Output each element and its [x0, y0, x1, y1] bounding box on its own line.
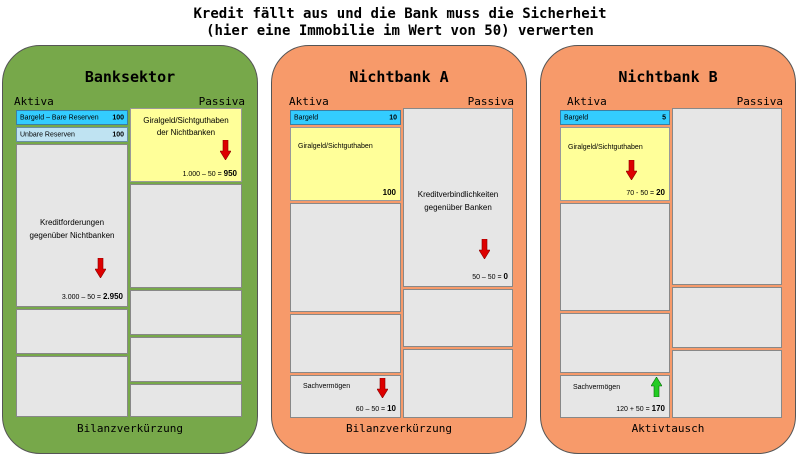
sachvermoegen-box: Sachvermögen 60 – 50 = 10 [290, 375, 401, 418]
sachvermoegen-result: 10 [387, 404, 396, 413]
giralgeld-equation: 70 - 50 = 20 [626, 188, 665, 197]
giralgeld-box: Giralgeld/Sichtguthaben 70 - 50 = 20 [560, 127, 670, 201]
empty-box [672, 287, 782, 348]
giralgeld-box: Giralgeld/Sichtguthaben 100 [290, 127, 401, 201]
empty-box [403, 289, 513, 347]
sachvermoegen-label: Sachvermögen [303, 383, 351, 390]
arrow-down-icon [377, 378, 388, 398]
empty-box [16, 356, 128, 417]
kreditverbindlichkeiten-box: Kreditverbindlichkeiten gegenüber Banken… [403, 108, 513, 287]
unbare-reserven-label: Unbare Reserven [20, 131, 75, 138]
arrow-down-icon [626, 160, 637, 180]
title-line-2: (hier eine Immobilie im Wert von 50) ver… [206, 23, 594, 39]
kreditforderungen-result: 2.950 [102, 292, 123, 301]
empty-box [672, 108, 782, 285]
arrow-down-icon [479, 239, 490, 259]
kreditforderungen-equation: 3.000 – 50 = 2.950 [62, 292, 123, 301]
panel-title-nichtbank-b: Nichtbank B [618, 68, 718, 86]
kreditforderungen-line-1: Kreditforderungen [39, 218, 105, 227]
arrow-up-icon [651, 377, 662, 397]
bargeld-box: Bargeld 10 [290, 110, 401, 125]
giralgeld-line-2: der Nichtbanken [156, 128, 216, 137]
bargeld-box: Bargeld 5 [560, 110, 670, 125]
bare-reserven-box: Bargeld – Bare Reserven 100 [16, 110, 128, 125]
panel-nichtbank-a: Nichtbank A Aktiva Passiva Bargeld 10 Gi… [271, 45, 527, 454]
sachvermoegen-label: Sachvermögen [573, 384, 621, 391]
empty-box [16, 309, 128, 354]
sachvermoegen-calc: 120 + 50 = [616, 406, 652, 413]
empty-box [403, 349, 513, 418]
empty-box [130, 384, 242, 417]
footer-banksektor: Bilanzverkürzung [77, 422, 183, 435]
bargeld-value: 10 [389, 114, 397, 121]
empty-box [290, 203, 401, 312]
sachvermoegen-box: Sachvermögen 120 + 50 = 170 [560, 375, 670, 418]
empty-box [560, 203, 670, 311]
giralgeld-label: Giralgeld/Sichtguthaben [298, 143, 373, 150]
passiva-label: Passiva [198, 95, 245, 108]
kreditverbindlichkeiten-equation: 50 – 50 = 0 [472, 272, 508, 281]
passiva-label: Passiva [467, 95, 514, 108]
sachvermoegen-result: 170 [651, 404, 665, 413]
sachvermoegen-equation: 120 + 50 = 170 [616, 404, 665, 413]
giralgeld-calc: 70 - 50 = [626, 190, 657, 197]
footer-nichtbank-b: Aktivtausch [631, 422, 705, 435]
giralgeld-result: 20 [656, 188, 665, 197]
panel-title-banksektor: Banksektor [84, 68, 176, 86]
panel-title-nichtbank-a: Nichtbank A [349, 68, 449, 86]
footer-nichtbank-a: Bilanzverkürzung [346, 422, 452, 435]
sachvermoegen-calc: 60 – 50 = [355, 406, 388, 413]
empty-box [130, 290, 242, 335]
giralgeld-result: 950 [223, 169, 237, 178]
bargeld-label: Bargeld [294, 114, 319, 121]
aktiva-label: Aktiva [14, 95, 54, 108]
aktiva-label: Aktiva [289, 95, 329, 108]
giralgeld-value-wrap: 100 [383, 188, 396, 197]
passiva-label: Passiva [736, 95, 783, 108]
giralgeld-label: Giralgeld/Sichtguthaben [568, 144, 643, 151]
unbare-reserven-box: Unbare Reserven 100 [16, 127, 128, 142]
empty-box [130, 184, 242, 288]
bargeld-value: 5 [662, 114, 666, 121]
kreditverbindlichkeiten-calc: 50 – 50 = [472, 274, 504, 281]
kreditforderungen-line-2: gegenüber Nichtbanken [29, 231, 115, 240]
kreditverbindlichkeiten-line-1: Kreditverbindlichkeiten [417, 190, 499, 199]
kreditforderungen-box: Kreditforderungen gegenüber Nichtbanken … [16, 144, 128, 307]
bare-reserven-value: 100 [112, 114, 124, 121]
title-line-1: Kredit fällt aus und die Bank muss die S… [193, 6, 607, 22]
giralgeld-line-1: Giralgeld/Sichtguthaben [143, 116, 229, 125]
giralgeld-value: 100 [382, 188, 396, 197]
bargeld-label: Bargeld [564, 114, 589, 121]
panel-nichtbank-b: Nichtbank B Aktiva Passiva Bargeld 5 Gir… [540, 45, 796, 454]
sachvermoegen-equation: 60 – 50 = 10 [356, 404, 396, 413]
empty-box [130, 337, 242, 382]
unbare-reserven-value: 100 [112, 131, 124, 138]
kreditverbindlichkeiten-line-2: gegenüber Banken [424, 203, 492, 212]
giralgeld-equation: 1.000 – 50 = 950 [183, 169, 237, 178]
panel-banksektor: Banksektor Aktiva Passiva Bargeld – Bare… [2, 45, 258, 454]
arrow-down-icon [95, 258, 106, 278]
aktiva-label: Aktiva [567, 95, 607, 108]
arrow-down-icon [220, 140, 231, 160]
empty-box [672, 350, 782, 418]
giralgeld-calc: 1.000 – 50 = [182, 171, 224, 178]
kreditforderungen-calc: 3.000 – 50 = [61, 294, 103, 301]
bare-reserven-label: Bargeld – Bare Reserven [20, 114, 99, 121]
giralgeld-box: Giralgeld/Sichtguthaben der Nichtbanken … [130, 108, 242, 182]
empty-box [560, 313, 670, 373]
kreditverbindlichkeiten-result: 0 [503, 272, 508, 281]
empty-box [290, 314, 401, 373]
